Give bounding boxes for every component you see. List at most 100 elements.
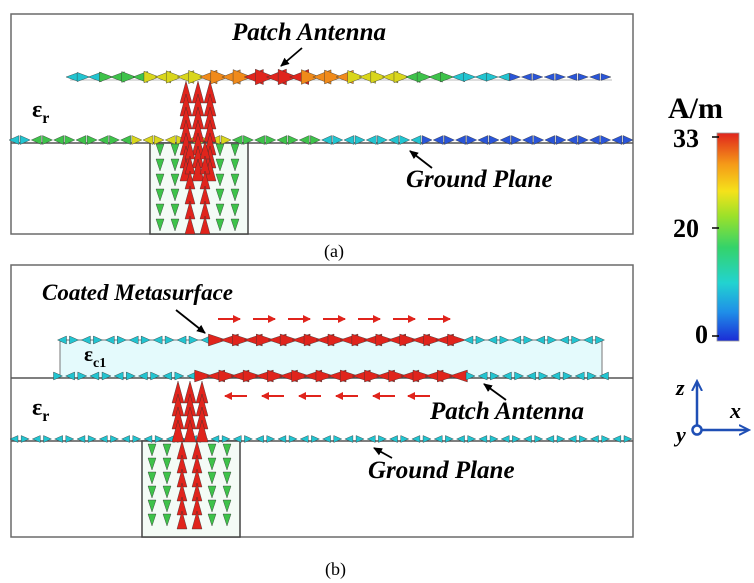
current-arrow [465,371,476,381]
current-arrow [365,135,377,145]
current-arrow [230,158,240,172]
current-arrow [550,371,561,381]
current-arrow [611,135,623,145]
current-arrow [555,135,567,145]
current-arrow [230,203,240,217]
current-arrow [231,135,243,145]
current-arrow [210,69,230,85]
current-arrow [256,333,275,347]
current-arrow [393,70,410,84]
current-arrow [486,72,499,82]
current-arrow [321,135,332,145]
coating-layer [59,339,603,379]
current-arrow [310,135,321,145]
current-arrow [19,135,31,145]
feed-port-box-b [141,440,241,538]
coated-metasurface-pointer [175,309,206,334]
current-arrow [53,135,64,145]
current-arrow [499,135,511,145]
current-arrow [199,215,211,235]
current-arrow [487,335,498,345]
current-arrow [86,135,98,145]
patch-antenna-label-b: Patch Antenna [429,398,584,425]
current-arrow [267,369,287,383]
ground-plane-pointer-a [409,150,433,169]
current-arrow [207,443,217,457]
current-arrow [388,135,399,145]
colorbar: A/m 33 20 0 [668,92,740,349]
current-arrow [147,513,157,527]
current-arrow [509,72,521,82]
ground-plane-pointer-b [373,447,393,459]
current-arrow [75,135,87,145]
feed-current-b [147,380,232,530]
current-arrow [324,69,343,85]
current-arrow [571,335,582,345]
current-arrow [375,333,395,347]
current-arrow [538,371,549,381]
current-arrow [121,435,130,443]
current-arrow [154,435,164,443]
current-arrow [143,70,160,84]
current-arrow [351,333,371,347]
current-arrow [137,371,148,381]
current-arrow [445,435,454,443]
panel-a-frame [10,13,634,235]
current-arrow [232,333,251,347]
current-arrow [162,499,172,513]
current-arrow [147,457,157,471]
current-arrow [543,73,555,81]
caption-b: (b) [325,559,346,580]
current-arrow [499,335,510,345]
current-arrow [162,457,172,471]
ground-plane-label-a: Ground Plane [406,166,553,193]
current-arrow [194,369,214,383]
current-arrow [126,371,136,381]
current-arrow [388,369,408,383]
current-arrow [601,435,611,443]
current-arrow [170,218,180,232]
ground-plane-label-b: Ground Plane [368,457,515,484]
current-arrow [166,70,183,84]
current-arrow [120,135,131,145]
current-arrow [600,135,612,145]
current-arrow [556,435,566,443]
colorbar-tick-mid: 20 [673,214,699,243]
current-arrow [343,135,355,145]
current-arrow [64,135,76,145]
current-arrow [215,173,225,187]
current-arrow [87,435,97,443]
current-arrow [77,371,88,381]
current-arrow [152,335,163,345]
current-arrow [291,369,311,383]
colorbar-unit: A/m [668,92,723,125]
current-arrow [340,369,359,383]
current-arrow [477,135,489,145]
current-arrow [230,143,240,157]
current-arrow [559,335,569,345]
current-arrow [378,435,387,443]
current-arrow [433,435,443,443]
current-arrow [69,335,79,345]
current-arrow [440,71,455,83]
current-arrow [533,135,545,145]
current-arrow [220,135,232,145]
current-arrow [500,435,510,443]
current-arrow [578,73,589,81]
current-arrow [97,135,109,145]
current-arrow [255,68,276,86]
current-arrow [89,371,100,381]
current-arrow [43,435,52,443]
current-arrow [222,471,232,485]
current-arrow [501,371,512,381]
current-arrow [207,499,217,513]
y-axis-label: y [673,422,686,447]
current-arrow [535,335,545,345]
current-arrow [544,135,556,145]
current-arrow [8,135,20,145]
current-arrow [562,371,573,381]
current-arrow [354,135,366,145]
current-arrow [207,513,217,527]
current-arrow [389,435,398,443]
current-arrow [574,371,585,381]
